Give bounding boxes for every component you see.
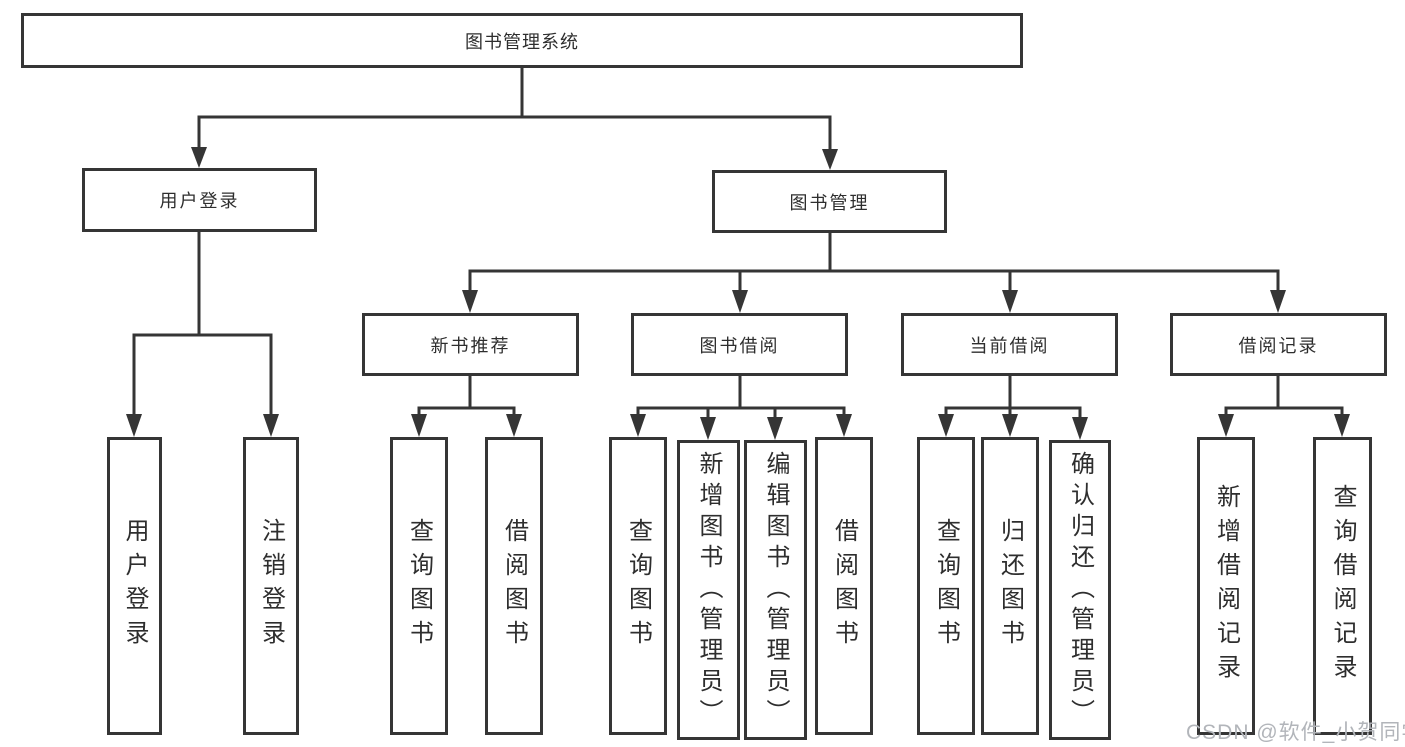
leaf-query-borrow-record: 查询借阅记录 xyxy=(1313,437,1372,735)
leaf-query-books-2-label: 查询图书 xyxy=(624,518,652,654)
leaf-logout: 注销登录 xyxy=(243,437,299,735)
connector-new-book-group xyxy=(411,376,522,437)
leaf-borrow-books-2: 借阅图书 xyxy=(815,437,873,735)
leaf-user-login-label: 用户登录 xyxy=(121,518,148,654)
node-borrow-record-label: 借阅记录 xyxy=(1238,335,1319,356)
leaf-query-books-3: 查询图书 xyxy=(917,437,975,735)
leaf-edit-book-admin-label: 编辑图书（管理员） xyxy=(762,450,789,730)
node-book-management-label: 图书管理 xyxy=(789,192,870,213)
connector-book-borrow-group xyxy=(630,376,852,440)
leaf-add-borrow-record: 新增借阅记录 xyxy=(1197,437,1255,735)
connector-borrow-record-group xyxy=(1218,376,1350,437)
connector-book-mgmt-to-level3 xyxy=(462,233,1286,313)
leaf-borrow-books-1: 借阅图书 xyxy=(485,437,543,735)
leaf-borrow-books-1-label: 借阅图书 xyxy=(500,518,528,654)
node-book-management: 图书管理 xyxy=(712,170,947,233)
leaf-confirm-return-admin-label: 确认归还（管理员） xyxy=(1066,450,1094,730)
leaf-confirm-return-admin: 确认归还（管理员） xyxy=(1049,440,1111,740)
leaf-query-borrow-record-label: 查询借阅记录 xyxy=(1329,484,1356,688)
leaf-query-books-3-label: 查询图书 xyxy=(932,518,960,654)
node-book-borrow-label: 图书借阅 xyxy=(699,335,780,356)
leaf-query-books-1: 查询图书 xyxy=(390,437,448,735)
node-borrow-record: 借阅记录 xyxy=(1170,313,1387,376)
leaf-return-book-label: 归还图书 xyxy=(996,518,1024,654)
node-book-borrow: 图书借阅 xyxy=(631,313,848,376)
node-root-system-label: 图书管理系统 xyxy=(465,31,579,52)
node-new-book-recommend: 新书推荐 xyxy=(362,313,579,376)
leaf-query-books-1-label: 查询图书 xyxy=(405,518,433,654)
node-new-book-recommend-label: 新书推荐 xyxy=(430,335,511,356)
leaf-user-login: 用户登录 xyxy=(107,437,162,735)
connector-user-login-group xyxy=(126,232,279,437)
csdn-watermark: CSDN @软件_小贺同学 xyxy=(1186,721,1405,744)
connector-root-to-level2 xyxy=(191,68,838,170)
leaf-edit-book-admin: 编辑图书（管理员） xyxy=(744,440,807,740)
node-current-borrow: 当前借阅 xyxy=(901,313,1118,376)
leaf-return-book: 归还图书 xyxy=(981,437,1039,735)
connector-current-borrow-group xyxy=(938,376,1088,440)
node-user-login-label: 用户登录 xyxy=(159,191,240,211)
leaf-borrow-books-2-label: 借阅图书 xyxy=(830,518,858,654)
leaf-query-books-2: 查询图书 xyxy=(609,437,667,735)
leaf-add-book-admin: 新增图书（管理员） xyxy=(677,440,740,740)
leaf-logout-label: 注销登录 xyxy=(257,518,285,654)
node-user-login: 用户登录 xyxy=(82,168,317,232)
leaf-add-book-admin-label: 新增图书（管理员） xyxy=(695,450,722,730)
node-root-system: 图书管理系统 xyxy=(21,13,1023,68)
leaf-add-borrow-record-label: 新增借阅记录 xyxy=(1212,484,1240,688)
node-current-borrow-label: 当前借阅 xyxy=(969,335,1050,356)
